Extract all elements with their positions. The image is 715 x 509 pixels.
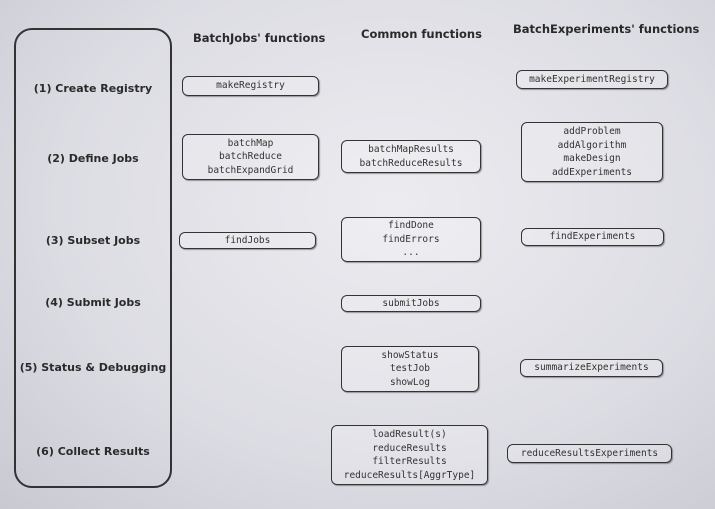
function-name: findExperiments xyxy=(549,231,636,243)
step-create-registry: (1) Create Registry xyxy=(33,82,153,95)
function-name: batchExpandGrid xyxy=(207,164,294,176)
step-status-debugging: (5) Status & Debugging xyxy=(19,361,167,374)
function-name: showLog xyxy=(389,376,431,388)
function-name: showStatus xyxy=(381,349,439,361)
function-name: batchMap xyxy=(227,137,274,149)
function-name: batchReduceResults xyxy=(359,157,463,169)
batchexperiments-subset-box: findExperiments xyxy=(521,228,664,246)
step-submit-jobs: (4) Submit Jobs xyxy=(45,296,141,309)
step-define-jobs: (2) Define Jobs xyxy=(47,152,139,165)
common-submit-box: submitJobs xyxy=(341,295,481,312)
function-name: addProblem xyxy=(563,126,621,137)
header-batchjobs: BatchJobs' functions xyxy=(193,31,326,45)
function-name: submitJobs xyxy=(382,297,440,309)
function-name: makeExperimentRegistry xyxy=(529,73,655,85)
common-define-box: batchMapResults batchReduceResults xyxy=(341,140,481,173)
function-name: findJobs xyxy=(224,234,271,246)
function-name: findDone xyxy=(388,220,434,232)
function-name: reduceResults[AggrType] xyxy=(343,469,476,481)
function-name: batchMapResults xyxy=(368,144,454,155)
function-name: makeRegistry xyxy=(216,80,285,92)
function-name: loadResult(s) xyxy=(372,429,447,440)
function-name: summarizeExperiments xyxy=(534,362,649,374)
function-name: findErrors xyxy=(382,233,440,245)
steps-frame xyxy=(14,28,172,488)
batchexperiments-define-box: addProblem addAlgorithm makeDesign addEx… xyxy=(521,122,663,182)
function-name: ... xyxy=(402,247,420,259)
batchexperiments-create-box: makeExperimentRegistry xyxy=(516,70,668,89)
batchjobs-define-box: batchMap batchReduce batchExpandGrid xyxy=(182,134,319,180)
step-subset-jobs: (3) Subset Jobs xyxy=(45,234,141,247)
header-batchexperiments: BatchExperiments' functions xyxy=(513,22,700,36)
batchjobs-create-box: makeRegistry xyxy=(182,76,319,96)
function-name: testJob xyxy=(389,363,431,375)
step-collect-results: (6) Collect Results xyxy=(36,445,150,458)
common-subset-box: findDone findErrors ... xyxy=(341,217,481,262)
batchexperiments-status-box: summarizeExperiments xyxy=(520,359,663,377)
function-name: reduceResultsExperiments xyxy=(520,447,659,459)
header-common: Common functions xyxy=(361,27,482,41)
function-name: reduceResults xyxy=(372,442,447,454)
function-name: addExperiments xyxy=(551,166,633,178)
batchexperiments-collect-box: reduceResultsExperiments xyxy=(507,444,672,463)
function-name: filterResults xyxy=(372,456,447,467)
common-collect-box: loadResult(s) reduceResults filterResult… xyxy=(331,425,488,485)
function-name: addAlgorithm xyxy=(557,139,627,151)
function-name: batchReduce xyxy=(219,151,282,163)
common-status-box: showStatus testJob showLog xyxy=(341,346,479,392)
batchjobs-subset-box: findJobs xyxy=(179,232,316,249)
function-name: makeDesign xyxy=(563,153,621,164)
